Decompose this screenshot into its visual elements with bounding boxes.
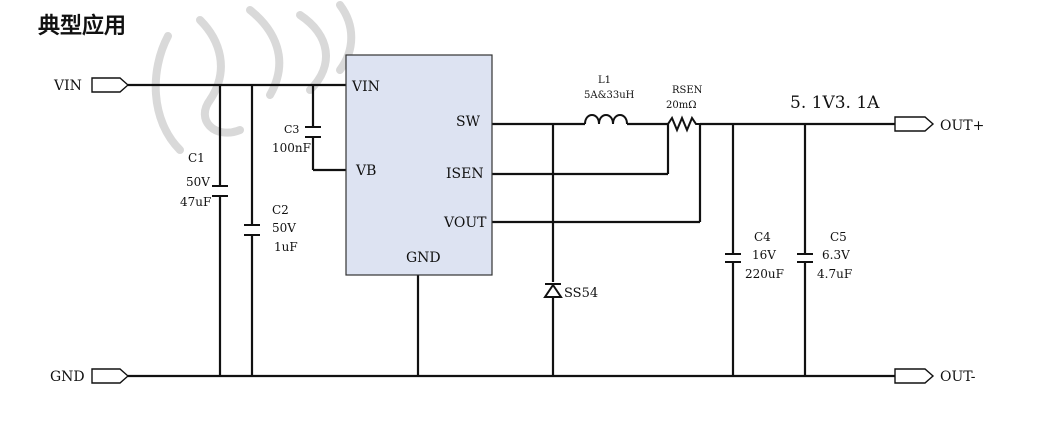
ic-pin-vin: VIN — [351, 79, 380, 95]
ic-body — [345, 54, 493, 276]
c1-ref: C1 — [188, 151, 205, 165]
out-plus-port-label: OUT+ — [940, 118, 984, 134]
c2-voltage: 50V — [272, 221, 296, 235]
c2-ref: C2 — [272, 203, 289, 217]
out-plus-port-symbol — [894, 116, 935, 132]
c5-ref: C5 — [830, 230, 847, 244]
c2-value: 1uF — [274, 240, 298, 254]
rsen-ref: RSEN — [672, 85, 703, 96]
c4-capacitor-symbol — [725, 253, 741, 263]
c2-capacitor-symbol — [244, 224, 260, 236]
c3-value: 100nF — [272, 141, 311, 155]
ic-pin-isen: ISEN — [446, 166, 484, 182]
ic-pin-gnd: GND — [406, 250, 441, 266]
vin-port-label: VIN — [53, 78, 82, 94]
gnd-port-symbol — [91, 368, 130, 384]
watermark-logo — [151, 1, 356, 154]
diagram-heading: 典型应用 — [38, 14, 127, 39]
c1-capacitor-symbol — [212, 185, 228, 197]
l1-value: 5A&33uH — [584, 90, 635, 101]
c4-voltage: 16V — [752, 248, 776, 262]
out-minus-port-label: OUT- — [940, 369, 976, 385]
diode-ref: SS54 — [564, 286, 598, 301]
c1-voltage: 50V — [186, 175, 210, 189]
rsen-resistor-symbol — [667, 115, 700, 133]
ic-pin-vb: VB — [355, 163, 376, 179]
gnd-port-label: GND — [50, 369, 85, 385]
l1-ref: L1 — [598, 75, 611, 86]
c5-value: 4.7uF — [817, 267, 852, 281]
c3-capacitor-symbol — [305, 126, 321, 138]
output-spec-label: 5. 1V3. 1A — [790, 93, 880, 113]
vin-port-symbol — [91, 77, 130, 93]
c5-voltage: 6.3V — [822, 248, 850, 262]
c4-ref: C4 — [754, 230, 771, 244]
c5-capacitor-symbol — [797, 253, 813, 263]
ic-pin-vout: VOUT — [443, 215, 487, 231]
ic-pin-sw: SW — [456, 114, 481, 130]
c1-value: 47uF — [180, 195, 211, 209]
l1-inductor-symbol — [584, 114, 628, 125]
out-minus-port-symbol — [894, 368, 935, 384]
wires — [128, 83, 895, 378]
c3-ref: C3 — [284, 123, 299, 136]
rsen-value: 20mΩ — [666, 100, 697, 111]
ss54-diode-symbol — [543, 283, 563, 298]
capacitor-plates — [212, 126, 813, 263]
c4-value: 220uF — [745, 267, 784, 281]
